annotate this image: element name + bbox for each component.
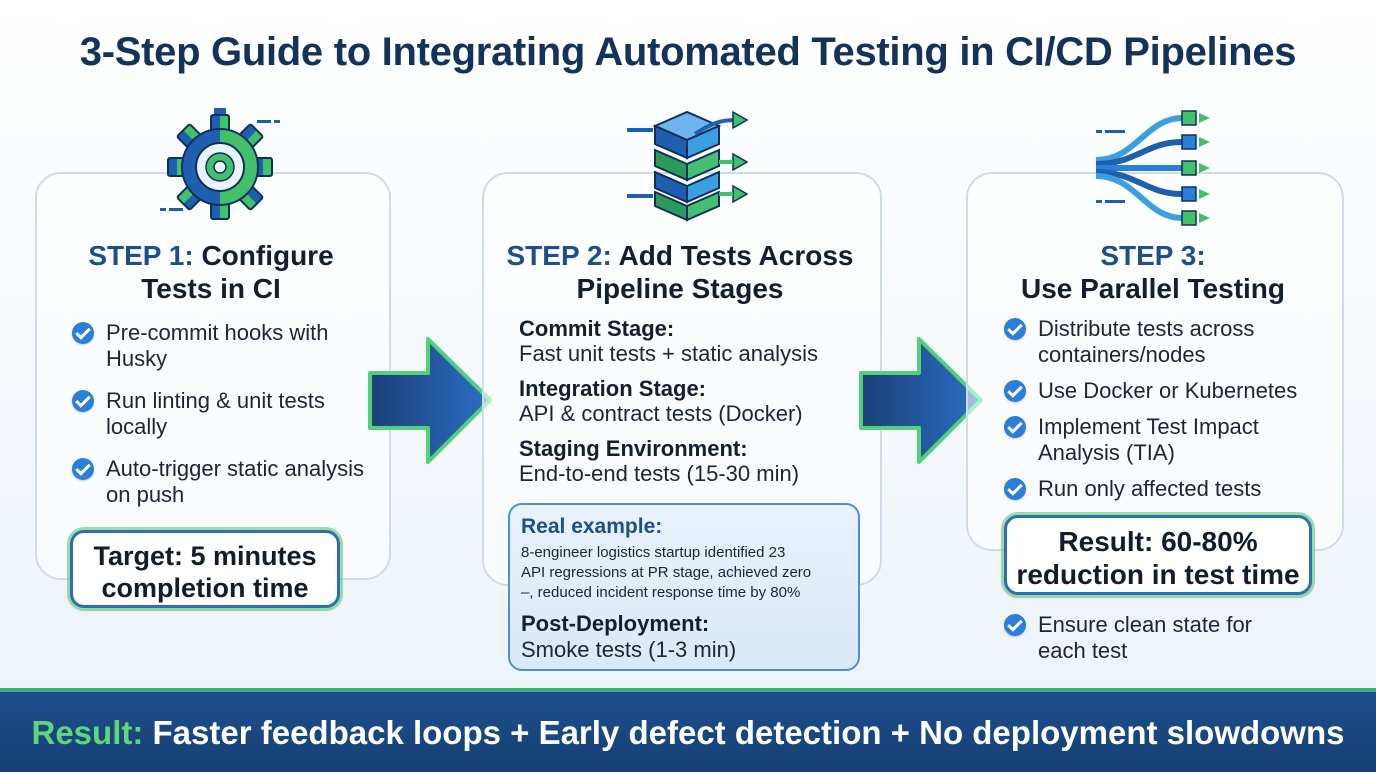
parallel-flow-icon bbox=[1096, 110, 1210, 226]
list-item: Use Docker or Kubernetes bbox=[1004, 378, 1304, 404]
check-icon bbox=[1004, 318, 1026, 340]
stage-description: Fast unit tests + static analysis bbox=[519, 341, 818, 366]
stage-label: Staging Environment: bbox=[519, 436, 748, 461]
step3-extra-bullet: Ensure clean state for each test bbox=[1004, 612, 1304, 664]
check-icon bbox=[72, 322, 94, 344]
gear-icon bbox=[160, 108, 280, 220]
arrow-right-icon bbox=[368, 337, 492, 464]
list-item: Run linting & unit tests locally bbox=[72, 388, 372, 440]
step1-title-line1: Configure bbox=[201, 240, 334, 271]
list-item: Distribute tests across containers/nodes bbox=[1004, 316, 1304, 368]
example-text: 8-engineer logistics startup identified … bbox=[521, 544, 812, 601]
arrow-right-icon bbox=[859, 337, 983, 464]
result-banner-lead: Result: bbox=[31, 714, 144, 751]
page-title: 3-Step Guide to Integrating Automated Te… bbox=[79, 30, 1297, 74]
pipeline-layers-icon bbox=[627, 110, 749, 222]
step2-title-line2: Pipeline Stages bbox=[576, 273, 784, 304]
step3-number: STEP 3: bbox=[1100, 240, 1206, 271]
list-item: Ensure clean state for each test bbox=[1004, 612, 1304, 664]
list-item: Run only affected tests bbox=[1004, 476, 1304, 502]
check-icon bbox=[72, 390, 94, 412]
result-banner: Result: Faster feedback loops + Early de… bbox=[0, 688, 1376, 772]
stage-description: End-to-end tests (15-30 min) bbox=[519, 461, 800, 486]
step2-title: STEP 2: Add Tests Across Pipeline Stages bbox=[482, 239, 878, 305]
step3-title: STEP 3: Use Parallel Testing bbox=[966, 239, 1340, 305]
step2-title-line1: Add Tests Across bbox=[618, 240, 854, 271]
step1-title: STEP 1: Configure Tests in CI bbox=[35, 239, 387, 305]
stage-description: API & contract tests (Docker) bbox=[519, 401, 803, 426]
check-icon bbox=[1004, 614, 1026, 636]
step3-bullet-list: Distribute tests across containers/nodes… bbox=[1004, 316, 1304, 512]
step1-panel bbox=[35, 172, 391, 580]
check-icon bbox=[1004, 380, 1026, 402]
list-item: Auto-trigger static analysis on push bbox=[72, 456, 372, 508]
step1-number: STEP 1: bbox=[88, 240, 194, 271]
step3-panel bbox=[966, 172, 1344, 551]
real-example-box: Real example: 8-engineer logistics start… bbox=[508, 503, 860, 671]
step2-stage-list: Commit Stage: Fast unit tests + static a… bbox=[519, 316, 869, 496]
stage-label: Integration Stage: bbox=[519, 376, 707, 401]
result-banner-text: Faster feedback loops + Early defect det… bbox=[143, 714, 1345, 751]
list-item: Pre-commit hooks with Husky bbox=[72, 320, 372, 372]
example-title: Real example: bbox=[521, 515, 663, 538]
post-deployment-label: Post-Deployment: bbox=[521, 611, 710, 636]
list-item: Integration Stage: API & contract tests … bbox=[519, 376, 869, 426]
list-item: Commit Stage: Fast unit tests + static a… bbox=[519, 316, 869, 366]
list-item: Implement Test Impact Analysis (TIA) bbox=[1004, 414, 1304, 466]
check-icon bbox=[1004, 416, 1026, 438]
step1-bullet-list: Pre-commit hooks with Husky Run linting … bbox=[72, 320, 372, 524]
check-icon bbox=[1004, 478, 1026, 500]
check-icon bbox=[72, 458, 94, 480]
list-item: Staging Environment: End-to-end tests (1… bbox=[519, 436, 869, 486]
step2-number: STEP 2: bbox=[506, 240, 612, 271]
step3-title-line2: Use Parallel Testing bbox=[1020, 273, 1286, 304]
step3-result-callout: Result: 60-80%reduction in test time bbox=[1004, 515, 1312, 595]
stage-label: Commit Stage: bbox=[519, 316, 675, 341]
step1-title-line2: Tests in CI bbox=[141, 273, 281, 304]
post-deployment-desc: Smoke tests (1-3 min) bbox=[521, 637, 737, 662]
